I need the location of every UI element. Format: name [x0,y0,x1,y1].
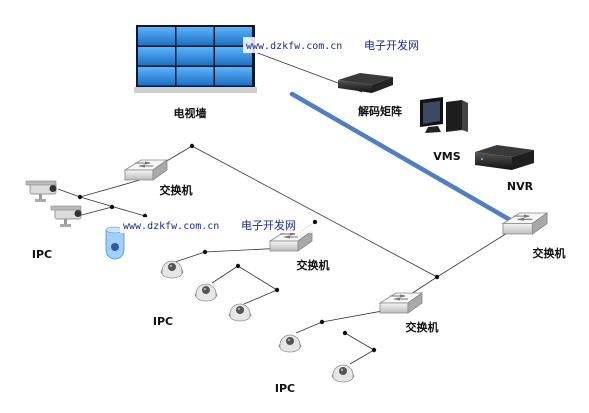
watermark-top: www.dzkfw.com.cn 电子开发网 [243,37,436,53]
ipc-label-2: IPC [153,315,173,328]
decoder-matrix-icon [338,73,393,93]
dome-camera-icon [160,260,184,279]
backbone-uplink [289,91,515,224]
svg-text:电子开发网: 电子开发网 [364,38,419,52]
wall-screen-tile [138,67,175,86]
wall-screen-tile [176,47,214,66]
wall-screen-tile [215,67,252,86]
dome-camera-icon [194,283,218,302]
ipc-label-1: IPC [32,248,52,261]
dome-camera-icon [331,364,355,383]
dome-camera-icon [278,334,302,353]
nvr-icon [475,145,534,170]
bullet-camera-icon [50,205,82,228]
switch-icon [379,292,423,314]
wall-screen-tile [215,47,252,66]
switch-label-3: 交换机 [406,320,439,334]
decoder-matrix-label: 解码矩阵 [358,104,402,118]
switch-icon [269,230,313,252]
video-wall-label: 电视墙 [174,106,207,120]
svg-text:www.dzkfw.com.cn: www.dzkfw.com.cn [123,221,219,232]
wall-screen-tile [176,67,214,86]
switch-label-2: 交换机 [297,258,330,272]
junction-dots [77,143,440,353]
svg-text:电子开发网: 电子开发网 [241,218,296,232]
wall-screen-tile [176,27,214,46]
switch-icon [124,159,168,181]
wall-screen-tile [215,27,252,46]
switch-icon [502,212,548,235]
dome-camera-icon [228,303,252,322]
nvr-label: NVR [507,180,534,193]
wall-screen-tile [138,47,175,66]
switch-label-1: 交换机 [160,183,193,197]
speed-dome-icon [105,226,125,260]
watermark-middle: www.dzkfw.com.cn 电子开发网 [120,217,313,233]
svg-text:www.dzkfw.com.cn: www.dzkfw.com.cn [246,41,342,52]
vms-label: VMS [433,150,460,163]
video-wall-icon [134,25,257,93]
ipc-label-3: IPC [275,382,295,395]
wall-screen-tile [138,27,175,46]
bullet-camera-icon [25,180,57,203]
switch-label-core: 交换机 [533,246,566,260]
vms-workstation-icon [420,97,468,133]
